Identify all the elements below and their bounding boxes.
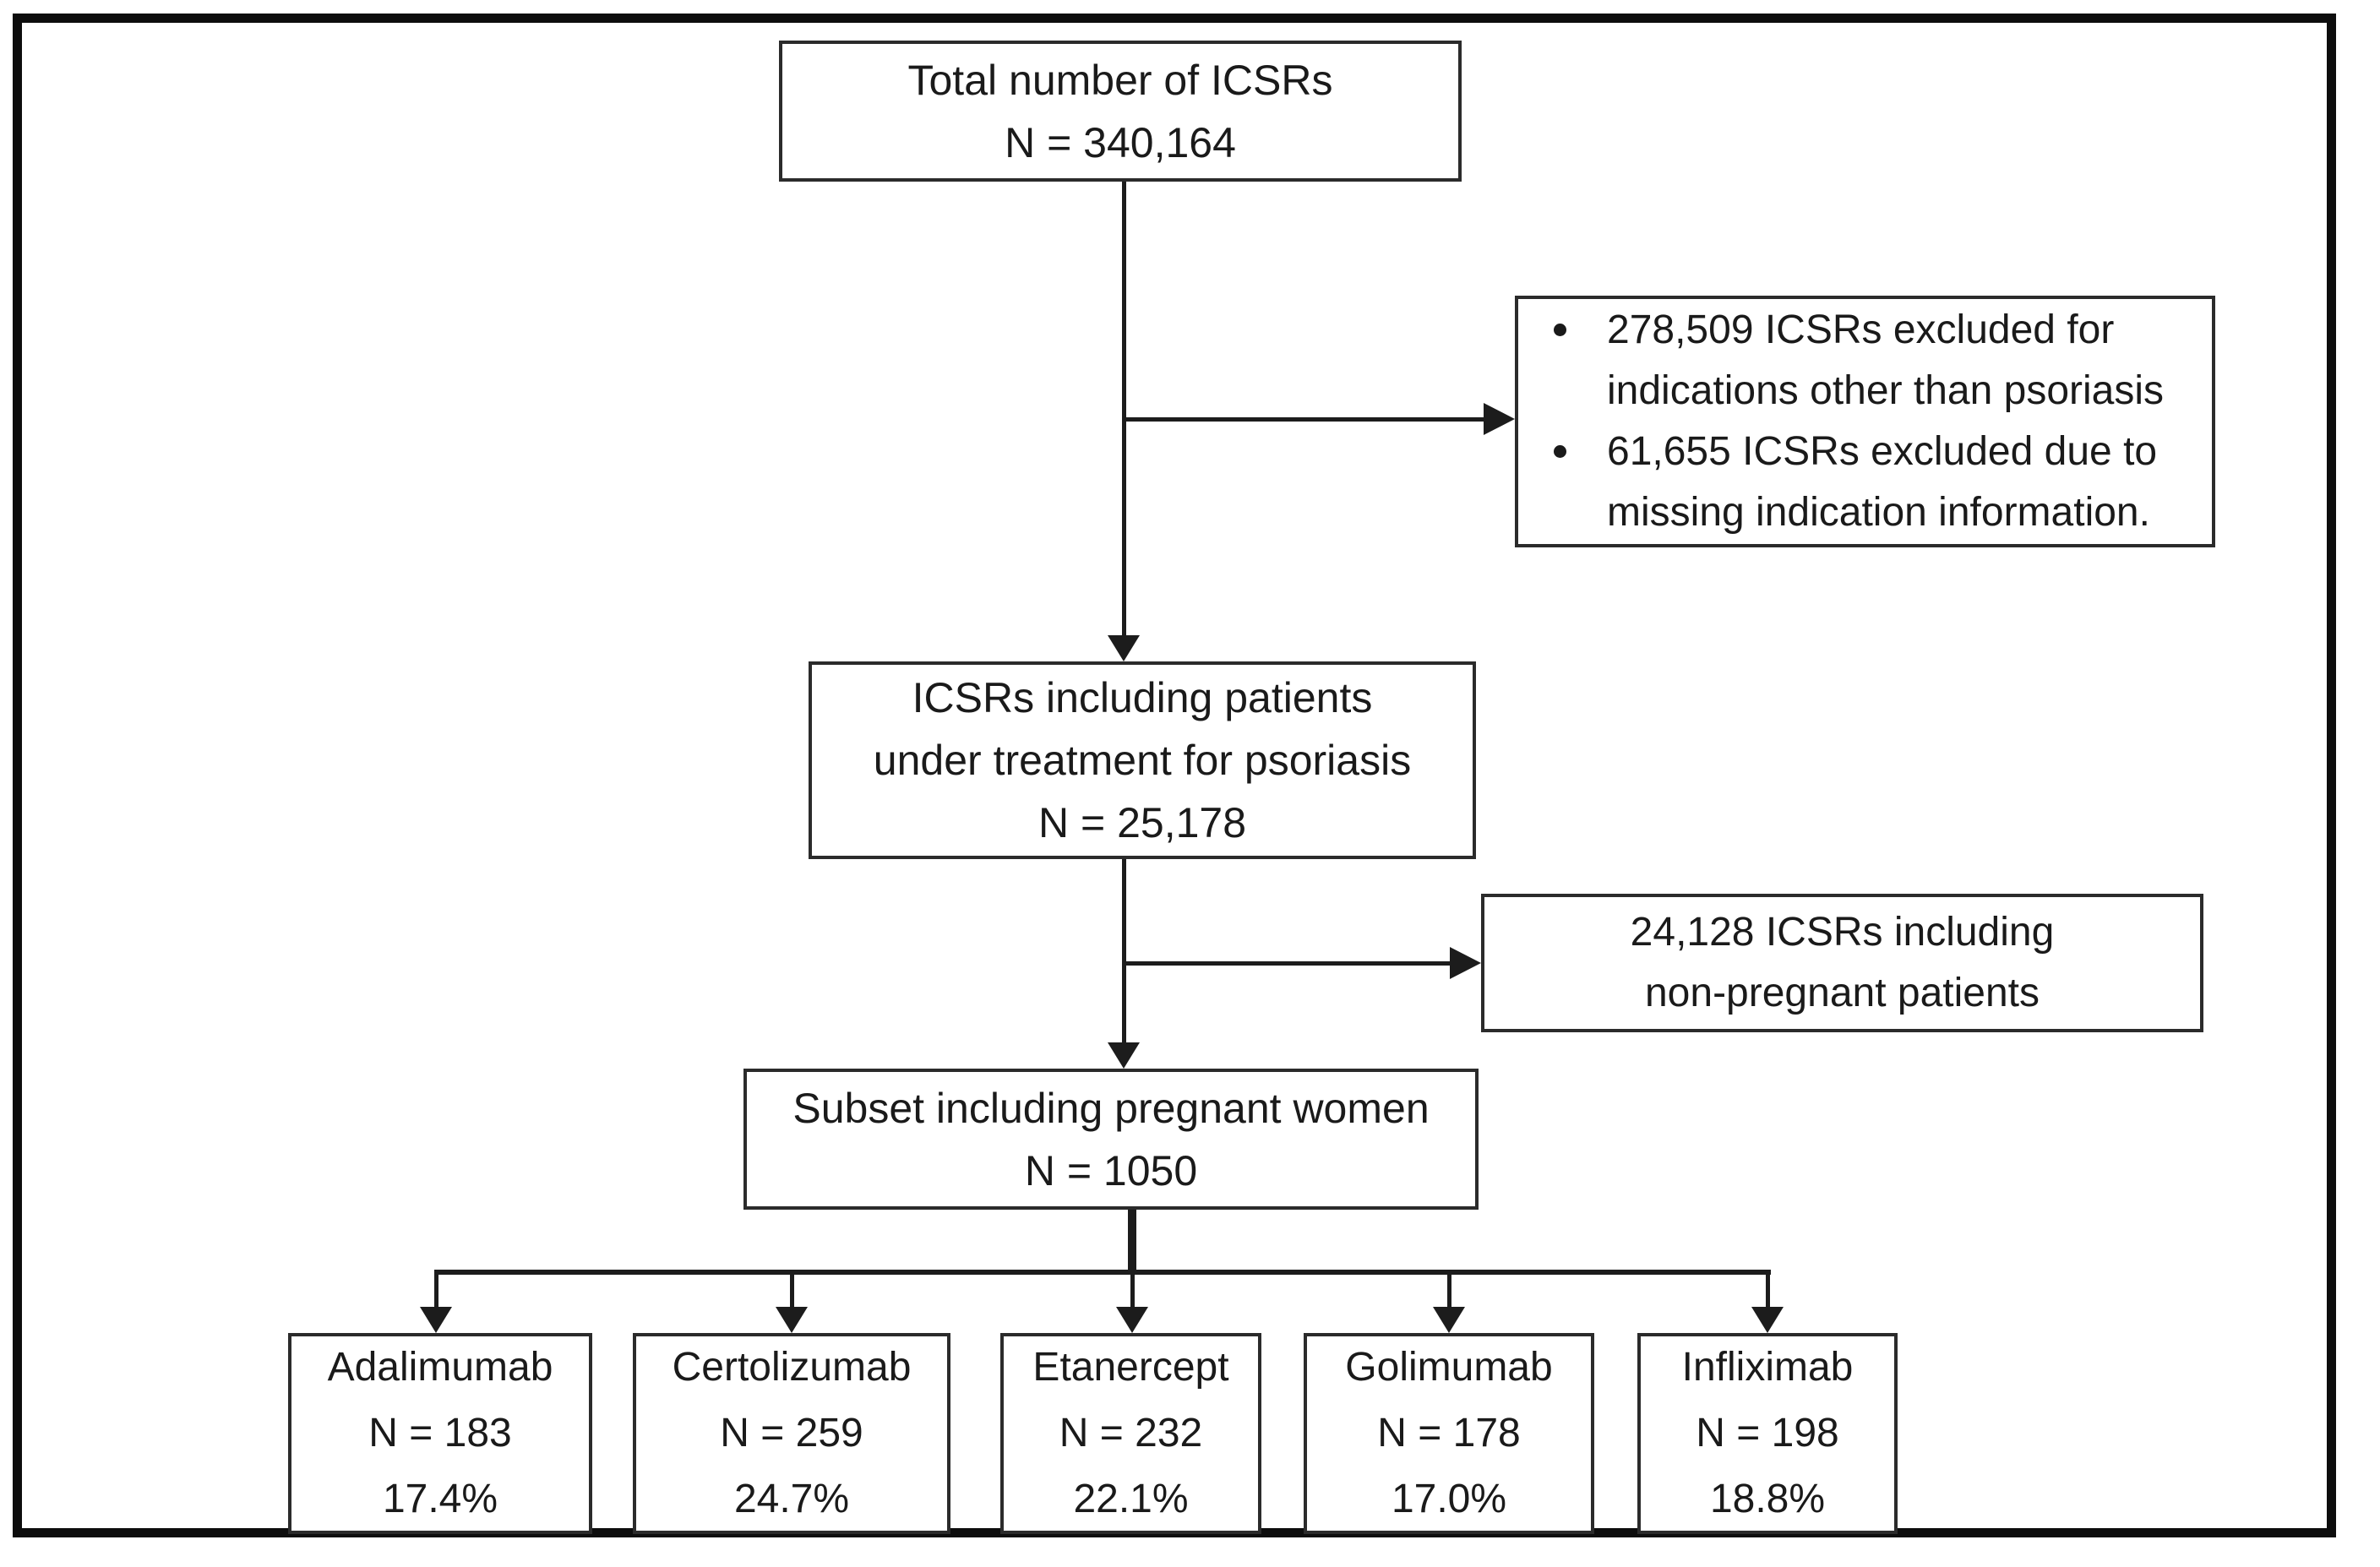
drug-name: Certolizumab [672, 1345, 912, 1390]
node-text-line: Total number of ICSRs [907, 56, 1333, 104]
arrowhead-into-certolizumab-box [776, 1307, 808, 1333]
bullet-text-line: indications other than psoriasis [1607, 368, 2165, 413]
drug-count: N = 259 [720, 1411, 863, 1455]
drug-percent: 17.0% [1391, 1477, 1507, 1521]
bullet-dot-icon [1554, 324, 1566, 336]
connector-psoriasis-to-pregnant [1122, 859, 1126, 1047]
bullet-text-line: 61,655 ICSRs excluded due to [1607, 429, 2158, 474]
exclusion-bullet-list: 278,509 ICSRs excluded for indications o… [1518, 300, 2164, 543]
flow-node-total-icsrs: Total number of ICSRs N = 340,164 [779, 41, 1462, 182]
drug-name: Etanercept [1032, 1345, 1229, 1390]
arrowhead-into-pregnant-box [1108, 1042, 1140, 1069]
arrowhead-into-exclusion1-box [1484, 403, 1515, 435]
drug-percent: 17.4% [382, 1477, 498, 1521]
flow-node-pregnant-subset: Subset including pregnant women N = 1050 [743, 1069, 1479, 1210]
flow-node-exclusion-indications: 278,509 ICSRs excluded for indications o… [1515, 296, 2215, 547]
drug-percent: 22.1% [1073, 1477, 1189, 1521]
connector-branch-exclusion1 [1124, 417, 1485, 422]
arrowhead-into-etanercept-box [1116, 1307, 1148, 1333]
bullet-dot-icon [1554, 445, 1566, 458]
flow-node-psoriasis-patients: ICSRs including patients under treatment… [809, 661, 1476, 859]
drug-count: N = 183 [368, 1411, 512, 1455]
drug-name: Adalimumab [327, 1345, 553, 1390]
bullet-text-line: missing indication information. [1607, 490, 2150, 535]
node-count-line: N = 1050 [1024, 1146, 1198, 1194]
flow-node-drug-adalimumab: Adalimumab N = 183 17.4% [288, 1333, 592, 1534]
arrowhead-into-psoriasis-box [1108, 635, 1140, 661]
drug-count: N = 232 [1059, 1411, 1203, 1455]
arrowhead-into-golimumab-box [1433, 1307, 1465, 1333]
node-text-line: non-pregnant patients [1644, 971, 2040, 1015]
connector-total-to-psoriasis [1122, 182, 1126, 639]
drug-percent: 18.8% [1709, 1477, 1826, 1521]
drug-percent: 24.7% [733, 1477, 850, 1521]
node-text-line: Subset including pregnant women [792, 1084, 1430, 1132]
connector-drop-golimumab [1447, 1270, 1451, 1310]
node-text-line: ICSRs including patients [912, 674, 1373, 721]
connector-pregnant-to-rail [1128, 1210, 1136, 1274]
flow-node-exclusion-nonpregnant: 24,128 ICSRs including non-pregnant pati… [1481, 894, 2203, 1032]
exclusion-bullet-item: 61,655 ICSRs excluded due to missing ind… [1518, 422, 2164, 543]
arrowhead-into-exclusion2-box [1450, 947, 1481, 979]
flow-node-drug-etanercept: Etanercept N = 232 22.1% [1000, 1333, 1261, 1534]
node-count-line: N = 340,164 [1005, 118, 1236, 166]
connector-drop-infliximab [1766, 1270, 1770, 1310]
arrowhead-into-infliximab-box [1751, 1307, 1784, 1333]
bullet-text-line: 278,509 ICSRs excluded for [1607, 307, 2115, 352]
drug-count: N = 178 [1377, 1411, 1521, 1455]
connector-branch-exclusion2 [1124, 961, 1451, 966]
node-text-line: under treatment for psoriasis [873, 737, 1412, 784]
drug-count: N = 198 [1696, 1411, 1839, 1455]
arrowhead-into-adalimumab-box [420, 1307, 452, 1333]
flow-node-drug-certolizumab: Certolizumab N = 259 24.7% [633, 1333, 950, 1534]
node-text-line: 24,128 ICSRs including [1630, 910, 2055, 955]
connector-rail [434, 1270, 1771, 1275]
flow-node-drug-infliximab: Infliximab N = 198 18.8% [1637, 1333, 1898, 1534]
drug-name: Golimumab [1345, 1345, 1553, 1390]
flow-node-drug-golimumab: Golimumab N = 178 17.0% [1304, 1333, 1594, 1534]
exclusion-bullet-item: 278,509 ICSRs excluded for indications o… [1518, 300, 2164, 422]
connector-drop-certolizumab [790, 1270, 794, 1310]
connector-drop-etanercept [1130, 1270, 1135, 1310]
connector-drop-adalimumab [434, 1270, 438, 1310]
node-count-line: N = 25,178 [1038, 799, 1247, 846]
drug-name: Infliximab [1681, 1345, 1854, 1390]
